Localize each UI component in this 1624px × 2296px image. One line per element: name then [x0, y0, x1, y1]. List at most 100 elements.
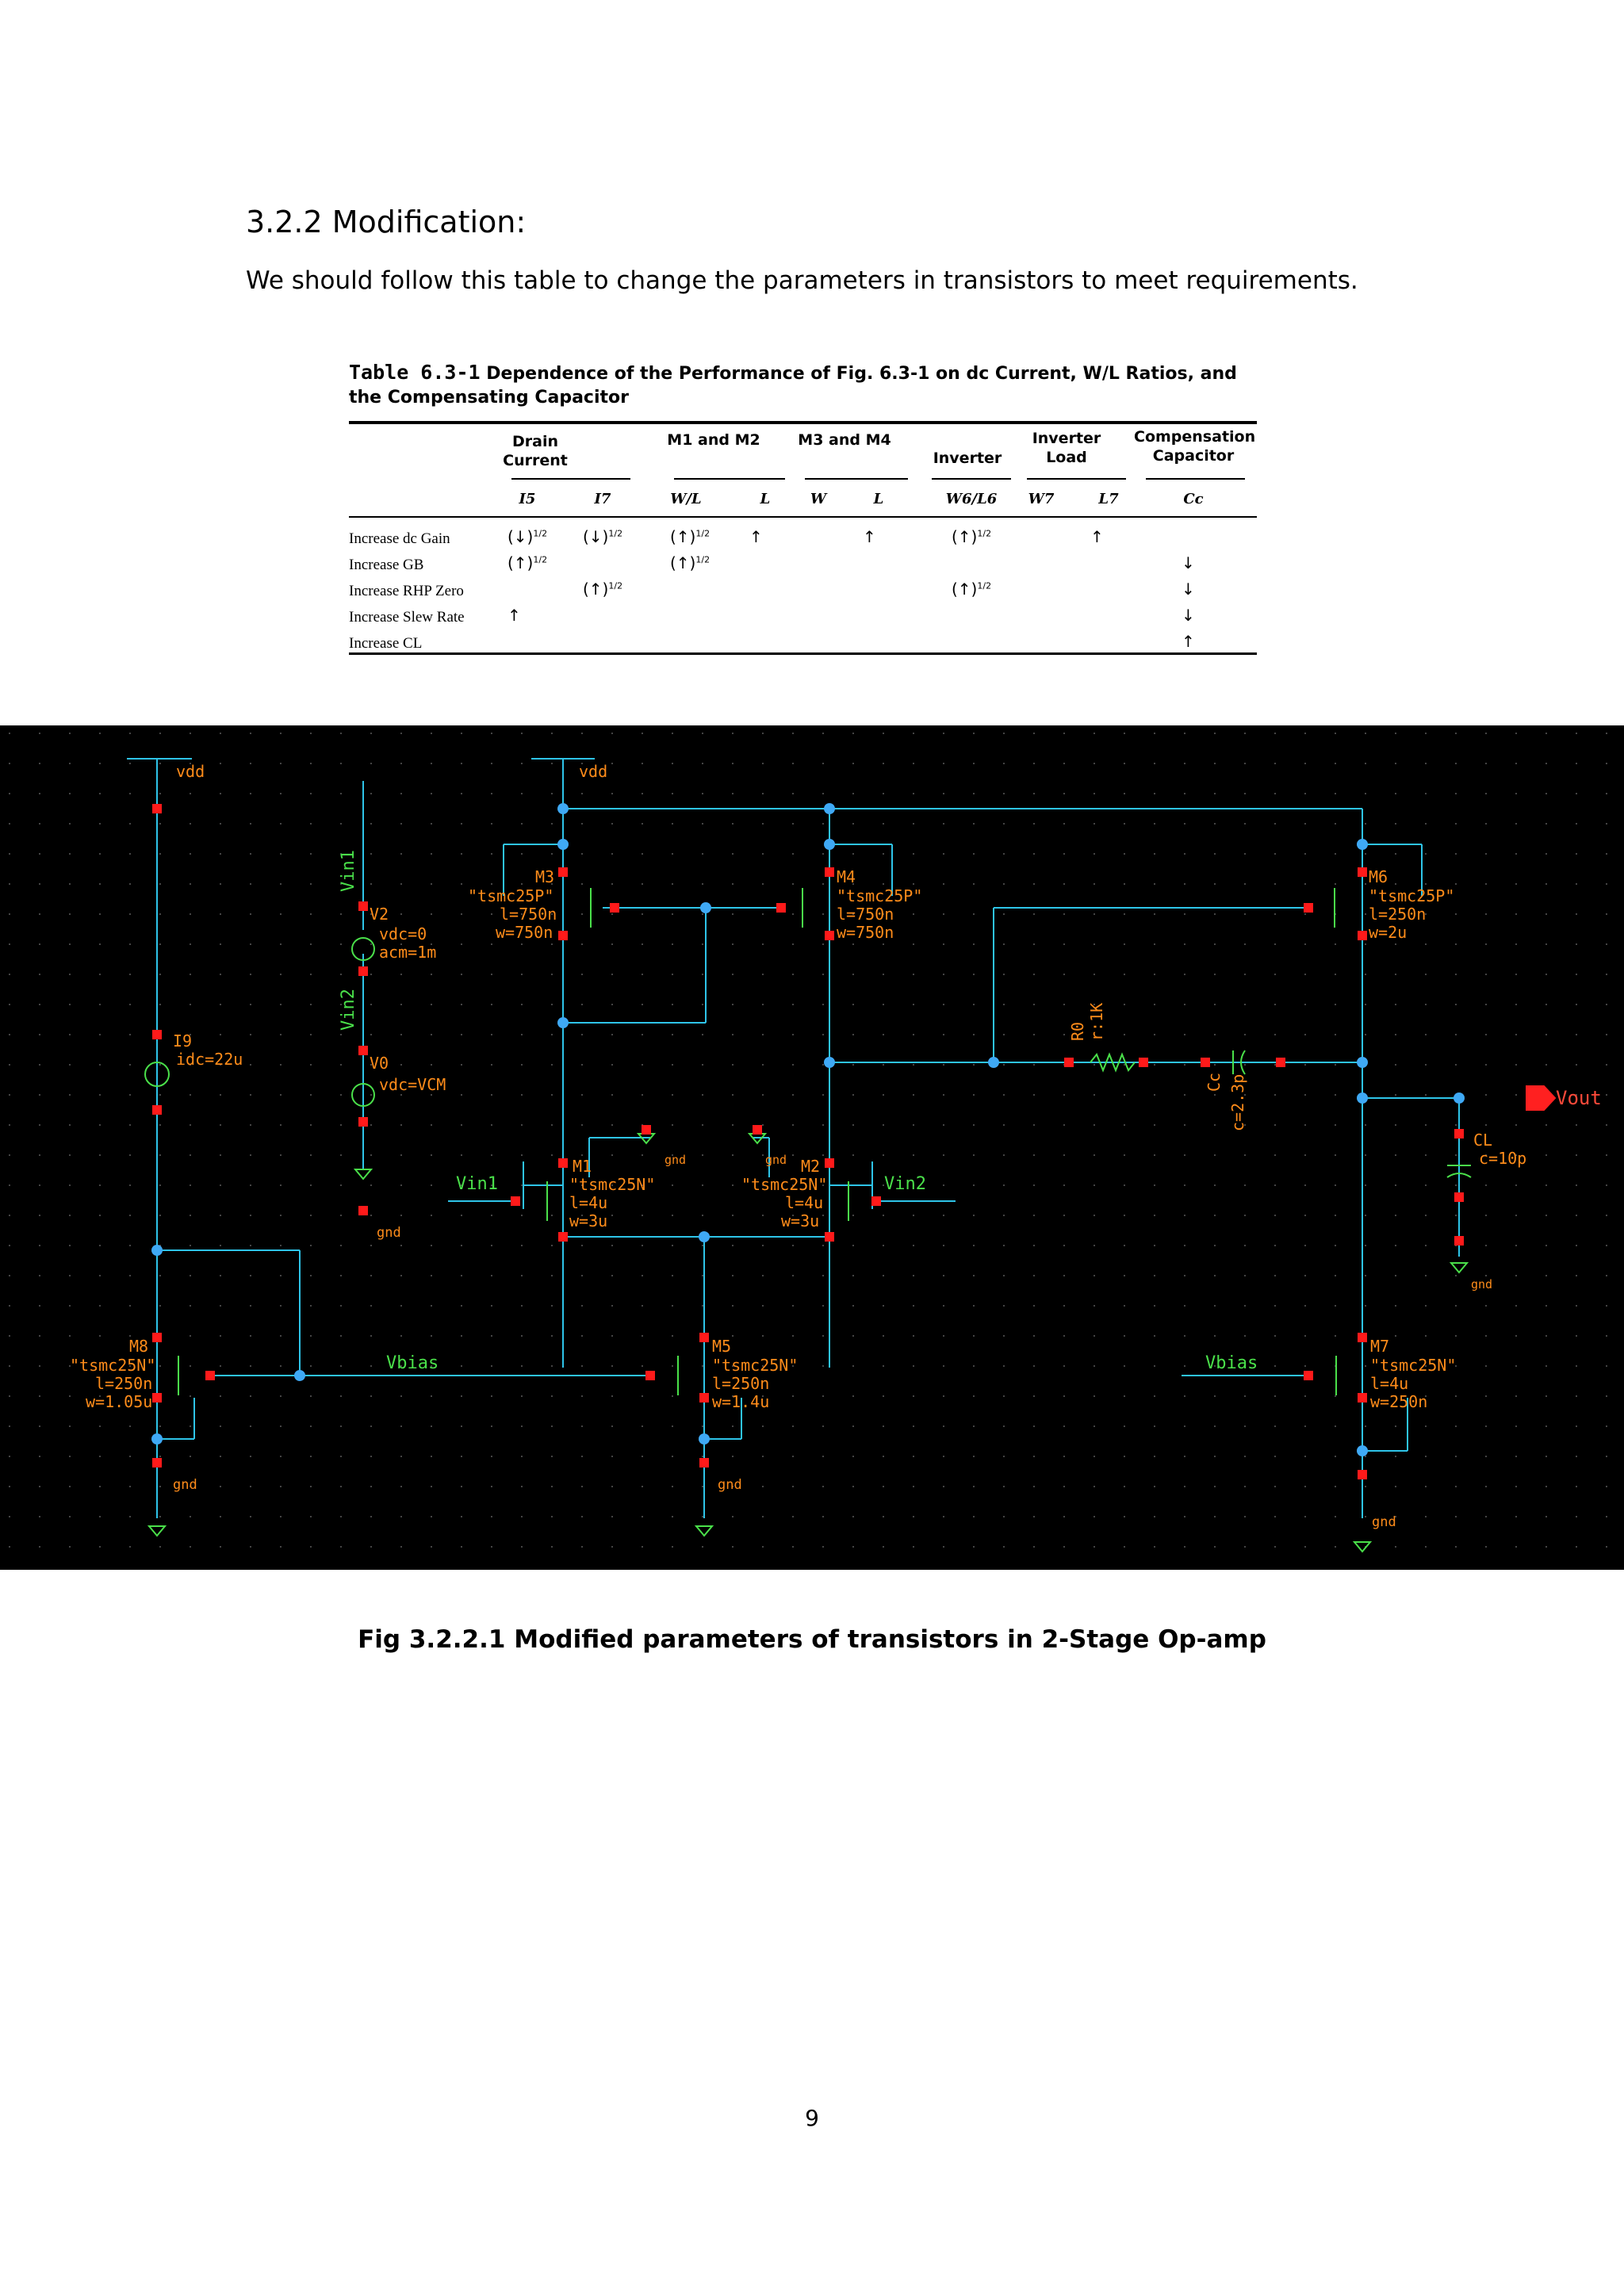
grid-dot	[1214, 1305, 1216, 1307]
grid-dot	[1124, 1275, 1125, 1276]
grid-dot	[1063, 1486, 1065, 1487]
grid-dot	[9, 1215, 10, 1216]
pin-terminal	[1454, 1192, 1464, 1202]
grid-dot	[883, 1546, 884, 1548]
grid-dot	[1063, 1546, 1065, 1548]
grid-dot	[551, 943, 553, 945]
grid-dot	[431, 974, 432, 975]
grid-dot	[9, 1124, 10, 1126]
grid-dot	[672, 974, 673, 975]
grid-dot	[9, 943, 10, 945]
grid-dot	[1033, 1275, 1035, 1276]
grid-dot	[581, 1395, 583, 1397]
grid-dot	[1576, 1395, 1577, 1397]
grid-dot	[99, 823, 101, 825]
grid-dot	[9, 823, 10, 825]
grid-dot	[1515, 1425, 1517, 1427]
grid-dot	[1455, 763, 1457, 764]
grid-dot	[1335, 733, 1336, 734]
grid-dot	[9, 1094, 10, 1096]
grid-dot	[913, 1245, 914, 1246]
grid-dot	[220, 853, 221, 855]
grid-dot	[672, 1004, 673, 1005]
grid-dot	[310, 943, 312, 945]
grid-dot	[1154, 1215, 1155, 1216]
grid-dot	[370, 913, 372, 915]
grid-dot	[943, 823, 944, 825]
subhead-w-m3: W	[810, 491, 827, 507]
grid-dot	[702, 1094, 703, 1096]
grid-dot	[461, 853, 462, 855]
grid-dot	[310, 1365, 312, 1367]
grid-dot	[1515, 1486, 1517, 1487]
grid-dot	[1395, 1215, 1396, 1216]
grid-dot	[672, 1275, 673, 1276]
grid-dot	[1124, 823, 1125, 825]
grid-dot	[732, 1365, 733, 1367]
grid-dot	[310, 913, 312, 915]
grid-dot	[39, 853, 40, 855]
grid-dot	[1455, 1154, 1457, 1156]
pin-terminal	[642, 1125, 651, 1135]
grid-dot	[1094, 1094, 1095, 1096]
grid-dot	[883, 733, 884, 734]
grid-dot	[852, 733, 854, 734]
grid-dot	[943, 1004, 944, 1005]
grid-dot	[913, 943, 914, 945]
grid-dot	[732, 1245, 733, 1246]
grid-dot	[1425, 913, 1427, 915]
grid-dot	[1063, 1395, 1065, 1397]
v0-dc: vdc=VCM	[379, 1075, 446, 1094]
grid-dot	[732, 1275, 733, 1276]
grid-dot	[581, 733, 583, 734]
grid-dot	[521, 853, 523, 855]
grid-dot	[340, 1094, 342, 1096]
grid-dot	[943, 1184, 944, 1186]
grid-dot	[1154, 1094, 1155, 1096]
grid-dot	[1515, 943, 1517, 945]
grid-dot	[1184, 733, 1185, 734]
grid-dot	[521, 1215, 523, 1216]
grid-dot	[1304, 1245, 1306, 1246]
grid-dot	[551, 1546, 553, 1548]
grid-dot	[1365, 733, 1366, 734]
rule-m1m2	[674, 478, 785, 480]
grid-dot	[310, 1245, 312, 1246]
m1-name: M1	[573, 1157, 592, 1176]
grid-dot	[1033, 1154, 1035, 1156]
grid-dot	[370, 1516, 372, 1517]
grid-dot	[1214, 763, 1216, 764]
grid-dot	[1365, 1215, 1366, 1216]
grid-dot	[943, 883, 944, 885]
grid-dot	[99, 913, 101, 915]
grid-dot	[521, 1004, 523, 1005]
pin-terminal	[558, 867, 568, 877]
grid-dot	[1304, 1365, 1306, 1367]
grid-dot	[611, 1546, 613, 1548]
v2-source-symbol	[351, 937, 375, 961]
gnd-label: gnd	[1372, 1514, 1396, 1530]
grid-dot	[1304, 1004, 1306, 1005]
grid-dot	[672, 1094, 673, 1096]
section-heading: 3.2.2 Modification:	[246, 205, 527, 239]
grid-dot	[1515, 1064, 1517, 1066]
grid-dot	[1003, 974, 1005, 975]
junction-node	[557, 803, 569, 814]
grid-dot	[792, 883, 794, 885]
grid-dot	[642, 1064, 643, 1066]
grid-dot	[1154, 763, 1155, 764]
grid-dot	[732, 883, 733, 885]
vbias-label: Vbias	[1205, 1353, 1258, 1373]
grid-dot	[1184, 1184, 1185, 1186]
grid-dot	[973, 1335, 975, 1337]
grid-dot	[190, 1305, 191, 1307]
grid-dot	[1244, 1094, 1246, 1096]
grid-dot	[611, 1365, 613, 1367]
grid-dot	[310, 1094, 312, 1096]
grid-dot	[642, 1215, 643, 1216]
grid-dot	[99, 1215, 101, 1216]
grid-dot	[792, 793, 794, 794]
grid-dot	[913, 1154, 914, 1156]
grid-dot	[250, 883, 251, 885]
grid-dot	[611, 974, 613, 975]
